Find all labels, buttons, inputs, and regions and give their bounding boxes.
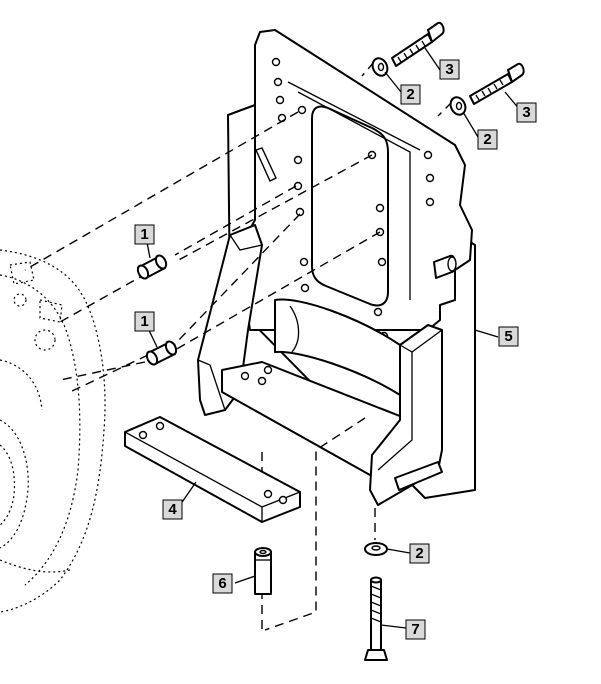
callout-label: 1 <box>140 226 148 243</box>
callout-2-upper-left: 2 <box>400 84 421 105</box>
callout-3-upper-right: 3 <box>516 102 537 123</box>
callout-2-upper-right: 2 <box>477 129 498 150</box>
bolt-upper-left <box>391 21 445 67</box>
callout-6: 6 <box>212 573 233 594</box>
callout-label: 2 <box>406 86 414 103</box>
callout-1-upper: 1 <box>134 224 155 245</box>
dowel-pin-upper <box>136 254 168 280</box>
assembly-guide-lines <box>24 61 453 631</box>
callout-label: 2 <box>415 545 423 562</box>
callout-4: 4 <box>162 499 183 520</box>
callout-2-lower: 2 <box>409 543 430 564</box>
bar-plate-part-4 <box>124 416 301 523</box>
callout-label: 3 <box>522 104 530 121</box>
callout-3-upper-left: 3 <box>439 59 460 80</box>
washer-upper-left <box>371 57 389 77</box>
callout-label: 5 <box>504 328 512 345</box>
callout-label: 4 <box>168 501 177 518</box>
spacer-sleeve-part-6 <box>254 547 272 595</box>
washer-upper-right <box>449 96 467 116</box>
callout-label: 2 <box>483 131 491 148</box>
callout-7: 7 <box>405 619 426 640</box>
dowel-pin-lower <box>145 340 178 366</box>
engine-housing-outline <box>0 249 106 613</box>
washer-lower <box>364 542 388 556</box>
mounting-cradle <box>197 224 443 506</box>
callout-label: 7 <box>411 621 419 638</box>
callout-label: 3 <box>445 61 453 78</box>
callout-label: 6 <box>218 575 226 592</box>
bolt-upper-right <box>469 62 525 105</box>
callout-5: 5 <box>498 326 519 347</box>
callout-label: 1 <box>140 313 148 330</box>
callout-1-lower: 1 <box>134 311 155 332</box>
long-bolt-part-7 <box>364 576 388 661</box>
